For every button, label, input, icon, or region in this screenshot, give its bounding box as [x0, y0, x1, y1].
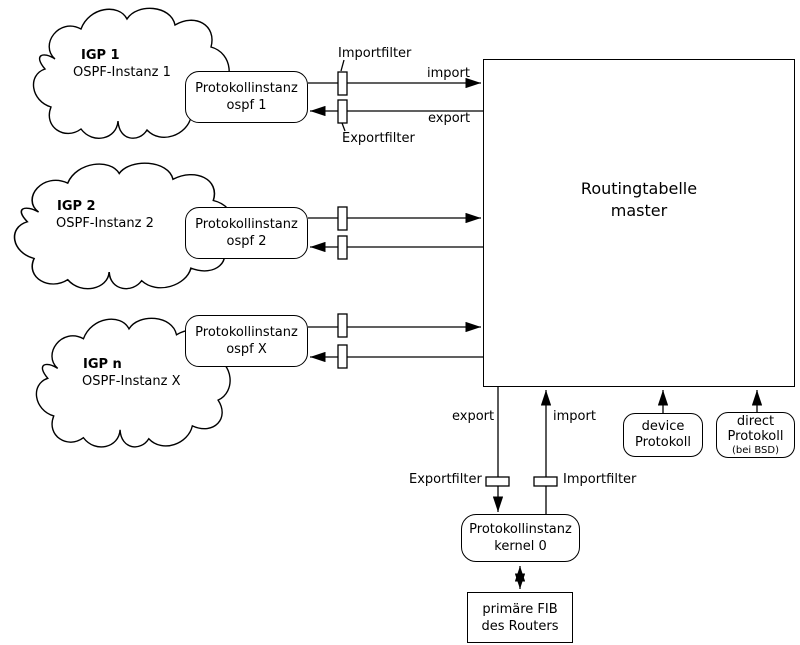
import-edge-label-top: import: [427, 66, 470, 81]
export-filter-ospfx: [337, 344, 348, 369]
protocol-instance-ospf2-line1: Protokollinstanz: [195, 217, 298, 232]
importfilter-connector: [340, 59, 345, 72]
cloud-igp1-subtitle: OSPF-Instanz 1: [73, 65, 171, 80]
device-protocol-line1: device: [641, 419, 685, 434]
protocol-instance-kernel: Protokollinstanz kernel 0: [461, 514, 580, 562]
importfilter-label-top: Importfilter: [338, 46, 412, 61]
cloud-igpn-subtitle: OSPF-Instanz X: [82, 374, 181, 389]
exportfilter-label-top: Exportfilter: [342, 131, 415, 146]
protocol-instance-ospf2: Protokollinstanz ospf 2: [185, 207, 308, 259]
protocol-instance-ospfx-line1: Protokollinstanz: [195, 325, 298, 340]
export-filter-ospf1: [337, 99, 348, 124]
import-edge-label-bottom: import: [553, 409, 596, 424]
protocol-instance-ospf1: Protokollinstanz ospf 1: [185, 71, 308, 123]
device-protocol-line2: Protokoll: [635, 435, 691, 450]
direct-protocol-line2: Protokoll: [727, 428, 784, 444]
routing-table-line1: Routingtabelle: [580, 179, 698, 198]
import-filter-kernel: [533, 476, 558, 487]
direct-protocol-line3: (bei BSD): [732, 444, 779, 456]
protocol-instance-ospfx: Protokollinstanz ospf X: [185, 315, 308, 367]
direct-protocol-box: direct Protokoll (bei BSD): [716, 412, 795, 458]
routing-table-title: Routingtabelle master: [484, 178, 794, 222]
fib-line2: des Routers: [481, 618, 559, 634]
routing-table-box: Routingtabelle master: [483, 59, 795, 387]
protocol-instance-kernel-line2: kernel 0: [494, 539, 547, 554]
cloud-igp2-title: IGP 2: [57, 199, 96, 214]
routing-table-line2: master: [610, 201, 668, 220]
fib-box: primäre FIB des Routers: [467, 592, 573, 643]
protocol-instance-kernel-line1: Protokollinstanz: [469, 522, 572, 537]
protocol-instance-ospf1-line1: Protokollinstanz: [195, 81, 298, 96]
importfilter-label-bottom: Importfilter: [563, 472, 637, 487]
protocol-instance-ospfx-line2: ospf X: [226, 342, 267, 357]
protocol-instance-ospf2-line2: ospf 2: [226, 234, 267, 249]
export-edge-label-bottom: export: [452, 409, 495, 424]
cloud-igpn-title: IGP n: [83, 357, 122, 372]
exportfilter-connector: [341, 122, 346, 132]
exportfilter-label-bottom: Exportfilter: [409, 472, 482, 487]
direct-protocol-line1: direct: [736, 413, 775, 429]
export-filter-kernel: [485, 476, 510, 487]
device-protocol-box: device Protokoll: [623, 413, 703, 457]
import-filter-ospf2: [337, 206, 348, 231]
fib-line1: primäre FIB: [482, 601, 558, 617]
cloud-igp1-title: IGP 1: [81, 48, 120, 63]
export-edge-label-top: export: [428, 111, 471, 126]
cloud-igp2-subtitle: OSPF-Instanz 2: [56, 216, 154, 231]
import-filter-ospf1: [337, 71, 348, 96]
export-filter-ospf2: [337, 235, 348, 260]
protocol-instance-ospf1-line2: ospf 1: [226, 98, 267, 113]
import-filter-ospfx: [337, 313, 348, 338]
